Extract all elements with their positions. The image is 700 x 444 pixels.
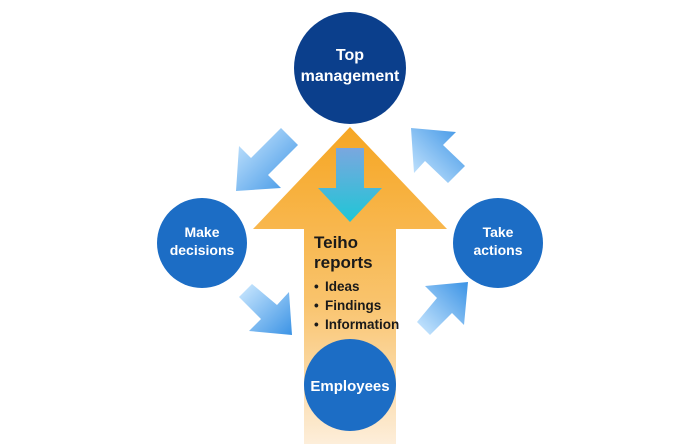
arrow-up-right-icon xyxy=(417,282,468,335)
node-left-label-2: decisions xyxy=(170,242,235,258)
arrow-down-right-icon xyxy=(239,284,292,335)
bullet-icon: • xyxy=(314,317,319,332)
node-bottom-label: Employees xyxy=(310,378,389,395)
arrow-up-left-icon xyxy=(411,128,465,183)
center-title-1: Teiho xyxy=(314,233,358,252)
center-item-1: Ideas xyxy=(325,279,360,294)
node-top-label-2: management xyxy=(301,68,400,85)
bullet-icon: • xyxy=(314,298,319,313)
node-right-label-2: actions xyxy=(473,242,522,258)
node-left-label-1: Make xyxy=(184,224,219,240)
down-arrow-icon xyxy=(318,148,382,222)
node-bottom-circle xyxy=(304,339,396,431)
bullet-icon: • xyxy=(314,279,319,294)
node-top-label-1: Top xyxy=(336,47,364,64)
center-item-3: Information xyxy=(325,317,399,332)
node-top-circle xyxy=(294,12,406,124)
node-left-circle xyxy=(157,198,247,288)
node-right-circle xyxy=(453,198,543,288)
node-right-label-1: Take xyxy=(483,224,514,240)
big-up-arrow-icon xyxy=(253,127,447,444)
node-make-decisions: Make decisions xyxy=(157,198,247,288)
teiho-reports-block: Teiho reports • Ideas • Findings • Infor… xyxy=(314,233,399,332)
center-title-2: reports xyxy=(314,253,373,272)
node-take-actions: Take actions xyxy=(453,198,543,288)
node-employees: Employees xyxy=(304,339,396,431)
center-item-2: Findings xyxy=(325,298,381,313)
node-top-management: Top management xyxy=(294,12,406,124)
arrow-down-left-icon xyxy=(236,128,298,191)
